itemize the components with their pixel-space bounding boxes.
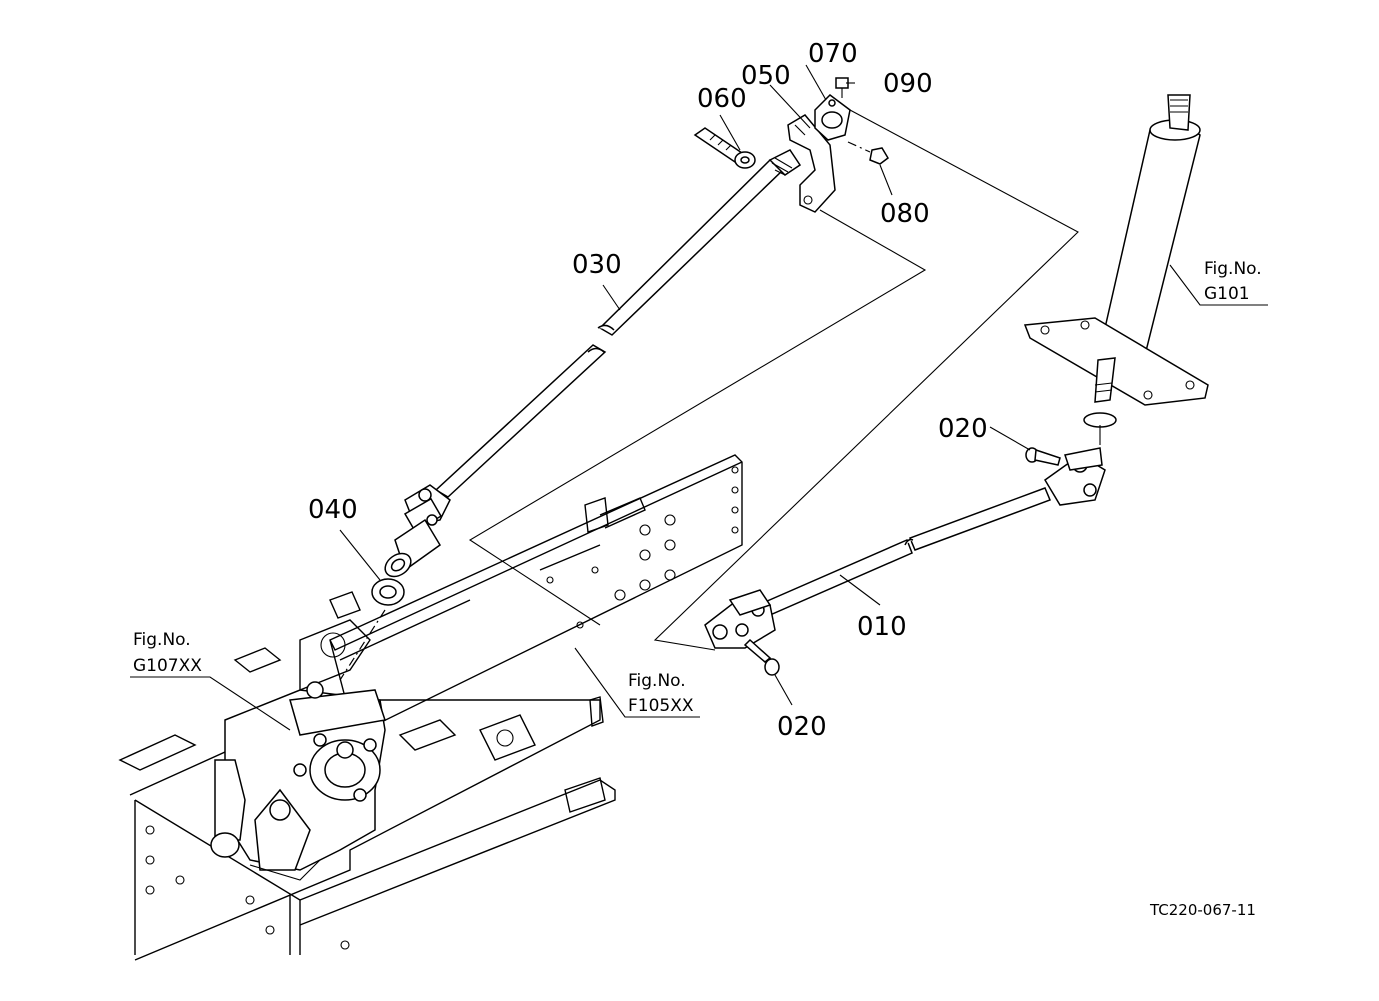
leader-lines	[130, 64, 1268, 731]
steering-shaft-010	[764, 487, 1051, 617]
construction-lines	[468, 109, 1101, 651]
bearing-flange-070	[814, 94, 851, 141]
universal-joint-right	[1044, 447, 1106, 506]
callout-060: 060	[697, 84, 747, 114]
ref-g101-number: G101	[1204, 284, 1250, 304]
callout-080: 080	[880, 199, 930, 229]
bolt-020-bottom	[743, 638, 780, 676]
callout-010: 010	[857, 612, 907, 642]
ref-g107xx-number: G107XX	[133, 656, 202, 676]
bolt-020-top	[1025, 447, 1061, 466]
callout-070: 070	[808, 39, 858, 69]
steering-shaft-030	[434, 149, 802, 498]
callout-020-bottom: 020	[777, 712, 827, 742]
bolt-060	[693, 127, 756, 169]
nut-080	[847, 141, 889, 165]
steering-gearbox	[210, 681, 386, 881]
ref-g101-label: Fig.No.	[1204, 259, 1262, 279]
ref-g107xx-label: Fig.No.	[133, 630, 191, 650]
drawing-code: TC220-067-11	[1149, 901, 1256, 919]
steering-column	[1023, 94, 1209, 428]
callout-050: 050	[741, 61, 791, 91]
ref-f105xx-number: F105XX	[628, 696, 694, 716]
bushing-040	[339, 578, 405, 681]
callout-040: 040	[308, 495, 358, 525]
callout-030: 030	[572, 250, 622, 280]
universal-joint-upper	[384, 484, 451, 578]
universal-joint-lower	[704, 589, 776, 649]
callout-090: 090	[883, 69, 933, 99]
ref-f105xx-label: Fig.No.	[628, 671, 686, 691]
callout-020-top: 020	[938, 414, 988, 444]
bolt-090	[835, 77, 849, 98]
